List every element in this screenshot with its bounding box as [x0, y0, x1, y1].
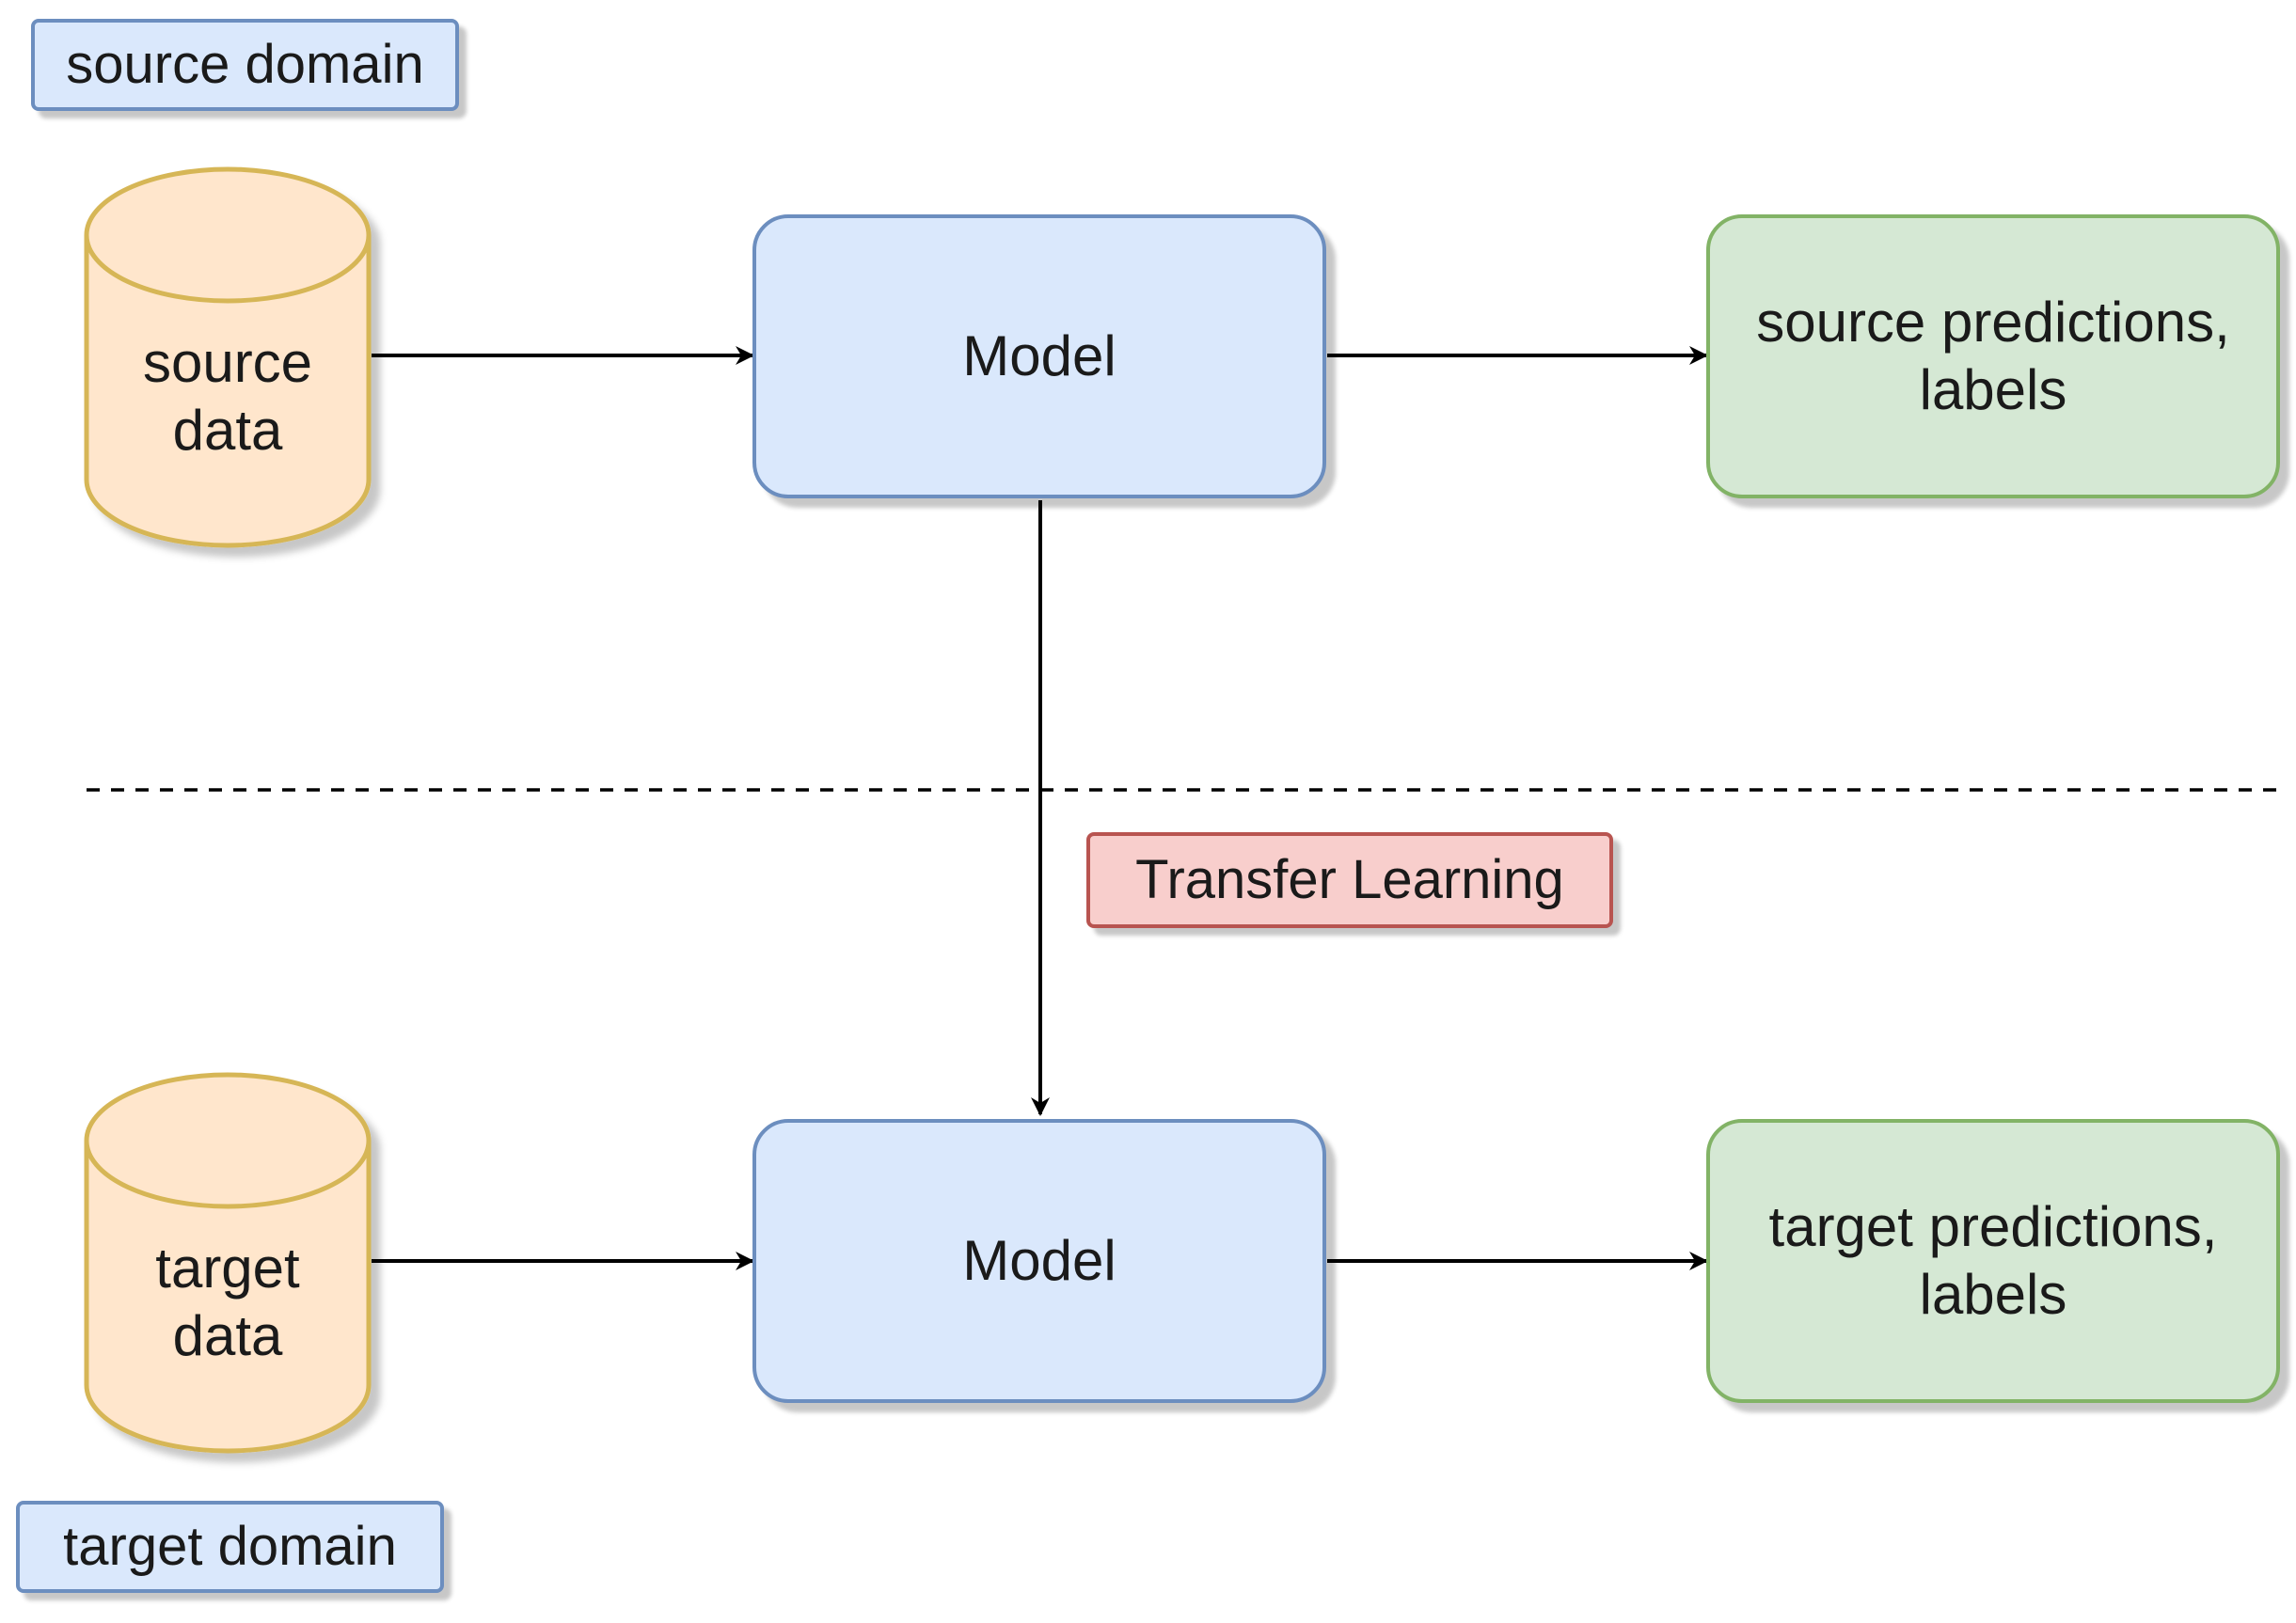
- source-model-text: Model: [962, 324, 1116, 387]
- target-domain-label: target domain: [16, 1501, 444, 1593]
- target-predictions-box: target predictions, labels: [1706, 1119, 2280, 1403]
- target-model-box: Model: [752, 1119, 1326, 1403]
- target-predictions-text: target predictions, labels: [1768, 1195, 2218, 1326]
- source-data-text: source data: [142, 331, 313, 462]
- target-data-label: target data: [87, 1237, 369, 1368]
- target-domain-text: target domain: [63, 1516, 397, 1578]
- source-predictions-box: source predictions, labels: [1706, 214, 2280, 498]
- source-model-box: Model: [752, 214, 1326, 498]
- source-domain-label: source domain: [31, 19, 459, 111]
- source-predictions-text: source predictions, labels: [1756, 291, 2230, 421]
- target-data-cylinder: [84, 1072, 372, 1454]
- source-domain-text: source domain: [66, 34, 424, 96]
- target-model-text: Model: [962, 1229, 1116, 1292]
- target-data-text: target data: [155, 1237, 300, 1367]
- transfer-learning-label: Transfer Learning: [1086, 832, 1613, 928]
- source-data-cylinder: [84, 166, 372, 548]
- source-data-label: source data: [87, 331, 369, 463]
- transfer-learning-text: Transfer Learning: [1135, 849, 1564, 911]
